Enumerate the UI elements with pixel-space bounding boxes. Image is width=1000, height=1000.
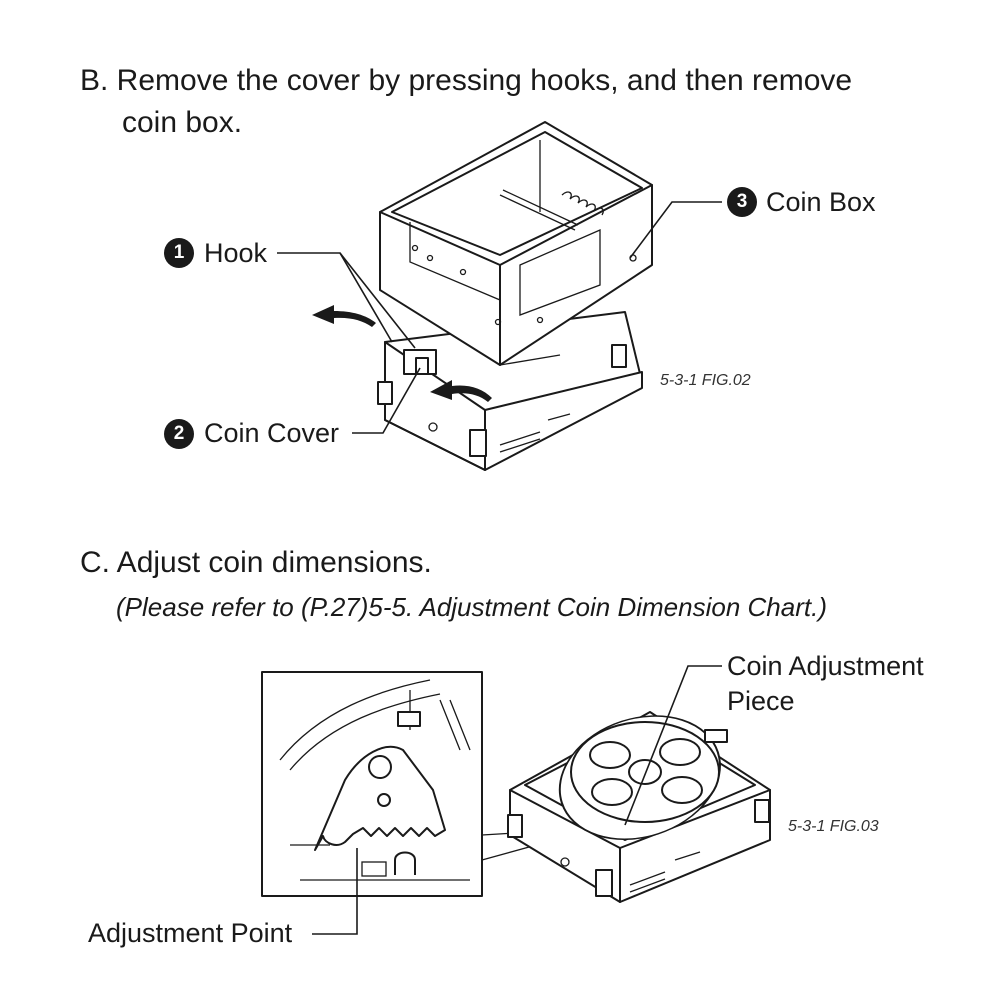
step-c-heading: C. Adjust coin dimensions. <box>80 546 432 579</box>
coin-cover-leader-line <box>352 367 421 434</box>
adjustment-point-leader-line <box>312 848 358 935</box>
callout-adjustment-point-label: Adjustment Point <box>88 918 293 948</box>
figure-03-id: 5-3-1 FIG.03 <box>788 818 879 835</box>
callout-number-1: 1 <box>164 238 194 268</box>
callout-coin-adjustment-piece-line1: Coin Adjustment <box>727 651 924 681</box>
step-b-heading-line2: coin box. <box>122 106 243 139</box>
step-c-reference-note: (Please refer to (P.27)5-5. Adjustment C… <box>116 592 827 622</box>
coin-box-leader-line <box>629 201 722 259</box>
callout-coin-box-label: Coin Box <box>766 187 876 217</box>
step-b-heading-line1: B. Remove the cover by pressing hooks, a… <box>80 64 853 97</box>
detail-inset-frame <box>261 671 483 897</box>
callout-coin-cover-label: Coin Cover <box>204 418 340 448</box>
detail-inset-content <box>279 679 471 881</box>
coin-box <box>379 121 653 366</box>
callout-number-2: 2 <box>164 419 194 449</box>
selector-mechanism <box>507 711 771 903</box>
arrow-left-icon <box>430 380 492 402</box>
arrow-left-icon <box>312 305 376 327</box>
callout-number-3: 3 <box>727 187 757 217</box>
callout-coin-adjustment-piece-line2: Piece <box>727 686 795 716</box>
figure-02-id: 5-3-1 FIG.02 <box>660 372 751 389</box>
coin-adjustment-piece-leader-line <box>624 665 722 826</box>
callout-hook-label: Hook <box>204 238 268 268</box>
